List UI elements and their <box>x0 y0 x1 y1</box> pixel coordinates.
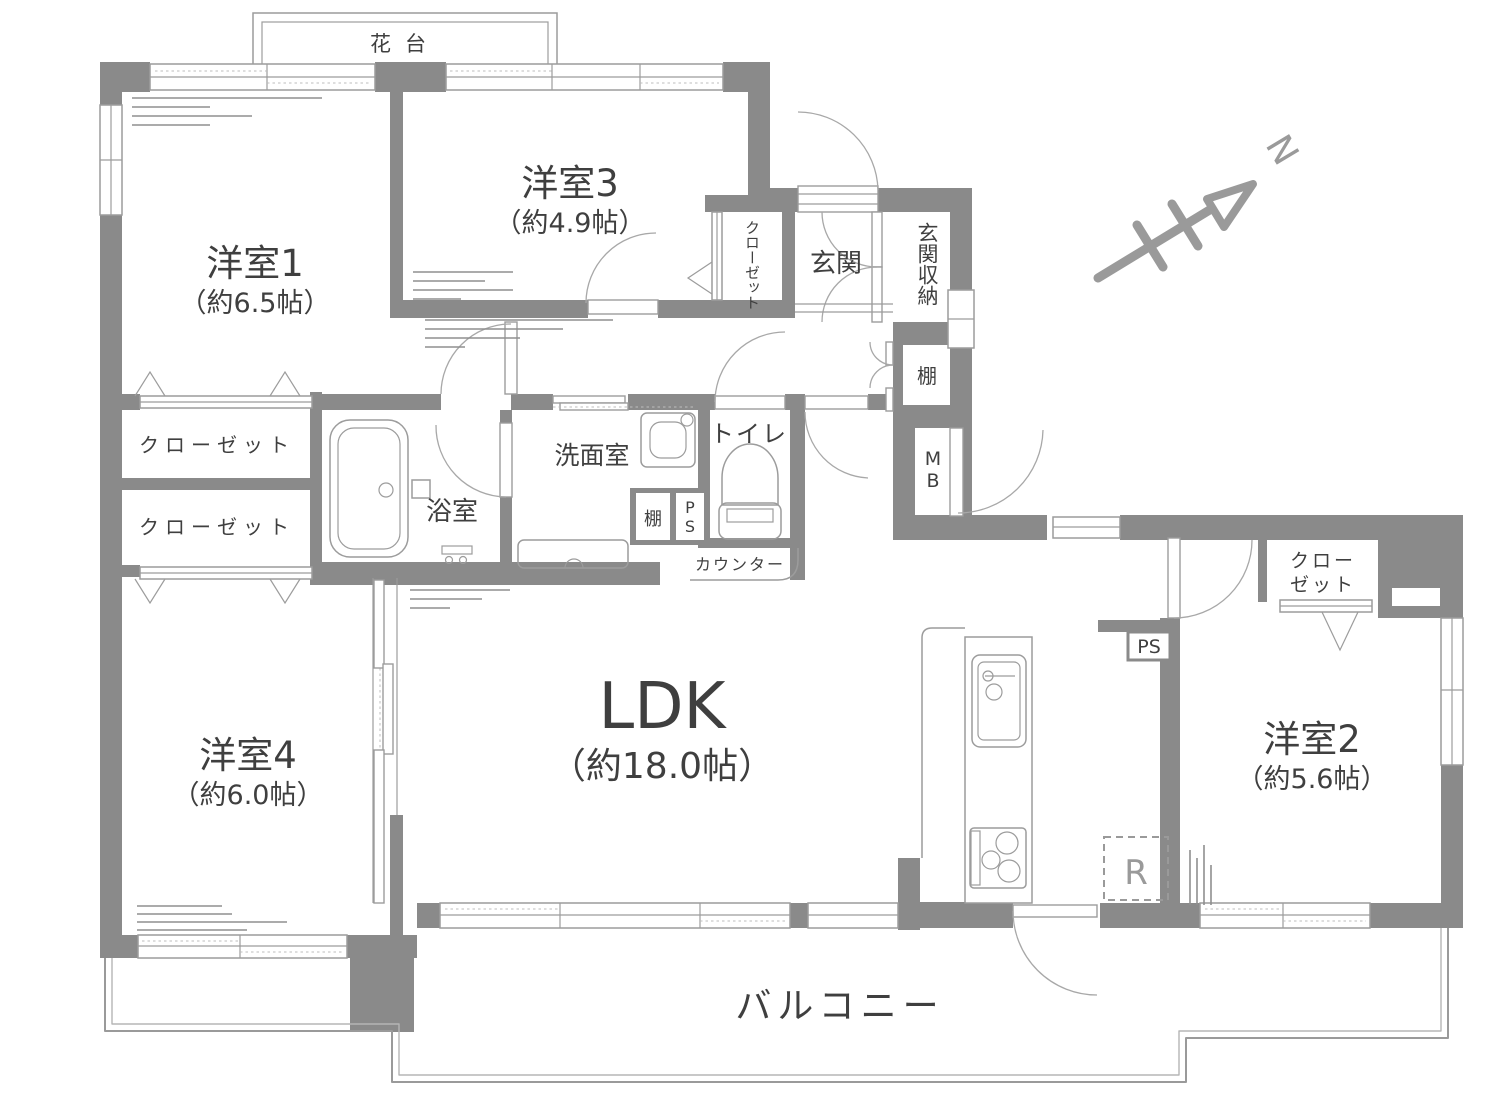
room-label-bath: 浴室 <box>426 497 478 527</box>
room-size-y4: （約6.0帖） <box>173 780 324 811</box>
hall-shelf-doors <box>869 341 894 412</box>
washing-machine-icon <box>640 412 696 468</box>
closet-left-lower-label: クローゼット <box>139 515 295 539</box>
window-y2-balcony <box>1199 902 1371 929</box>
ps-kitchen-label: PS <box>1137 636 1161 658</box>
closet-left-lower: クローゼット <box>134 515 313 605</box>
closet-left-upper-label: クローゼット <box>139 433 295 457</box>
window-y2-east <box>1440 617 1464 766</box>
room-label-ldk: LDK <box>599 670 728 744</box>
refrigerator-label: R <box>1124 853 1148 893</box>
fixtures: カウンター R PS <box>329 303 1172 904</box>
closet-y3-label: クローゼット <box>743 220 761 310</box>
window-ldk-balcony <box>439 902 899 929</box>
closets: クローゼット クローゼット クローゼット クロー ゼット <box>134 211 1378 652</box>
balcony-door <box>1012 904 1098 996</box>
y2-door <box>1167 537 1253 619</box>
doors <box>372 111 1253 996</box>
entrance-step <box>795 303 893 313</box>
y3-door <box>585 232 659 315</box>
closet-y3: クローゼット <box>686 211 761 310</box>
room-label-genkan: 玄関 <box>810 249 862 279</box>
window-hall-east <box>1052 516 1121 539</box>
flower-stand-label: 花台 <box>370 32 440 56</box>
room-label-y2: 洋室2 <box>1263 718 1361 761</box>
bath-door <box>435 422 513 498</box>
toilet-icon <box>718 443 782 540</box>
floor-hatch-marks <box>132 97 1212 931</box>
room-label-washroom: 洗面室 <box>554 441 629 470</box>
bathtub-icon <box>329 419 473 565</box>
closet-y2: クロー ゼット <box>1267 540 1378 652</box>
shelf-wash-label: 棚 <box>644 509 662 530</box>
walls <box>100 62 1463 1032</box>
closet-y2-label-line1: クロー <box>1290 550 1356 572</box>
window-y1-top <box>149 63 376 91</box>
balcony-label: バルコニー <box>735 986 944 1027</box>
room-label-y3: 洋室3 <box>521 162 619 205</box>
room-size-y1: （約6.5帖） <box>180 288 331 319</box>
windows <box>99 63 1464 959</box>
window-y4-balcony <box>137 934 348 959</box>
compass-north-icon: N <box>1093 128 1306 283</box>
corridor-door <box>440 321 518 395</box>
flower-stand: 花台 <box>252 12 558 69</box>
entrance-door <box>797 111 879 213</box>
kitchen-icon <box>921 627 1033 904</box>
wall-openings <box>636 345 1440 606</box>
meter-box-label: MB <box>922 448 944 492</box>
washroom-sliding-door <box>552 395 695 411</box>
y4-ldk-partition <box>372 578 398 904</box>
room-size-y2: （約5.6帖） <box>1237 764 1388 795</box>
window-y3-top <box>445 63 724 91</box>
toilet-door <box>714 331 786 410</box>
counter-label: カウンター <box>695 555 785 574</box>
room-label-genkan-storage: 玄関収納 <box>915 222 939 306</box>
window-entry-slit <box>947 289 975 349</box>
room-label-y1: 洋室1 <box>206 242 304 285</box>
room-label-toilet: トイレ <box>710 420 788 448</box>
shelf-hall-label: 棚 <box>917 364 937 388</box>
hall-ldk-door <box>804 395 869 479</box>
counter-outline: カウンター <box>690 548 799 581</box>
closet-y2-label-line2: ゼット <box>1290 574 1356 596</box>
ps-kitchen-box: PS <box>1126 630 1172 662</box>
closet-left-upper: クローゼット <box>134 370 313 457</box>
room-labels: 洋室1 （約6.5帖） 洋室3 （約4.9帖） 玄関 玄関収納 棚 MB 浴室 … <box>173 162 1388 1027</box>
ps-wash-label: PS <box>681 498 700 536</box>
window-left-wall <box>99 104 123 216</box>
room-size-y3: （約4.9帖） <box>495 208 646 239</box>
compass-north-label: N <box>1257 128 1306 172</box>
meter-box-door <box>949 427 1044 517</box>
refrigerator-space: R <box>1103 836 1169 901</box>
vanity-icon <box>517 539 629 569</box>
room-size-ldk: （約18.0帖） <box>550 746 774 787</box>
balcony-rail <box>104 928 1449 1083</box>
room-label-y4: 洋室4 <box>199 734 297 777</box>
